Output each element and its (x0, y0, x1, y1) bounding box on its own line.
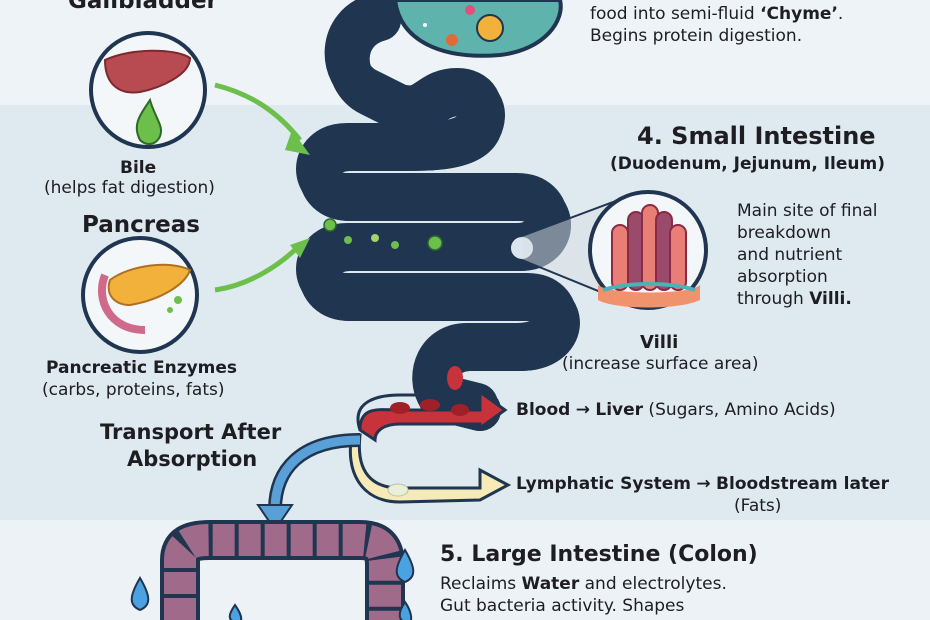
large-intestine-title: 5. Large Intestine (Colon) (440, 542, 758, 567)
green-arrows (214, 82, 302, 293)
bile-label: Bile (120, 158, 157, 178)
description-line: breakdown (737, 223, 831, 243)
description-line: and nutrient (737, 245, 843, 265)
villi-label: Villi (640, 332, 679, 353)
small-intestine-description: Main site of final breakdown and nutrien… (737, 200, 878, 310)
transport-title-line2: Absorption (127, 447, 258, 471)
small-intestine-title: 4. Small Intestine (637, 122, 876, 150)
bloodstream-term: Bloodstream later (716, 474, 889, 494)
chyme-term: ‘Chyme’ (760, 4, 838, 24)
small-intestine-subtitle: (Duodenum, Jejunum, Ileum) (610, 154, 886, 174)
lymph-route-detail: (Fats) (734, 496, 782, 516)
villi-sublabel: (increase surface area) (562, 354, 759, 374)
large-intestine-section-background (0, 520, 930, 620)
stomach-text: food into semi-fluid (590, 4, 761, 24)
pancreatic-enzymes-label: Pancreatic Enzymes (46, 358, 238, 378)
lymph-route-label: Lymphatic System → Bloodstream later (516, 474, 889, 494)
description-line: and electrolytes. (579, 574, 727, 594)
small-intestine-illustration (317, 0, 559, 431)
stomach-text: Begins protein digestion. (590, 26, 803, 46)
villi-term: Villi. (809, 289, 852, 309)
description-line: Gut bacteria activity. Shapes (440, 596, 685, 616)
blood-arrow (356, 366, 508, 443)
liver-icon (89, 31, 207, 149)
large-intestine-description: Reclaims Water and electrolytes. Gut bac… (440, 573, 727, 617)
description-line: Reclaims (440, 574, 522, 594)
blood-route-label: Blood → Liver (Sugars, Amino Acids) (516, 400, 836, 420)
villi-magnifier (521, 190, 708, 310)
stomach-description: food into semi-fluid ‘Chyme’. Begins pro… (590, 3, 843, 47)
large-intestine-illustration (160, 520, 405, 620)
pancreas-icon (81, 236, 199, 354)
lymph-arrow (348, 433, 512, 504)
description-line: absorption (737, 267, 828, 287)
transport-title-line1: Transport After (100, 420, 282, 444)
liver-term: Liver (595, 400, 644, 420)
description-line: Main site of final (737, 201, 878, 221)
water-term: Water (521, 574, 580, 594)
lymphatic-term: Lymphatic System (516, 474, 691, 494)
pancreas-title: Pancreas (82, 212, 200, 238)
description-line: through (737, 289, 810, 309)
gallbladder-title: Gallbladder (68, 0, 218, 14)
bile-sublabel: (helps fat digestion) (44, 178, 215, 198)
arrow-glyph: → (575, 400, 590, 420)
stomach-illustration (369, 0, 563, 58)
arrow-glyph: → (696, 474, 711, 494)
blood-route-detail: (Sugars, Amino Acids) (643, 400, 836, 420)
water-drop-icons (130, 548, 415, 620)
stomach-text: . (837, 4, 844, 24)
blood-term: Blood (516, 400, 571, 420)
pancreatic-enzymes-sublabel: (carbs, proteins, fats) (42, 380, 225, 400)
